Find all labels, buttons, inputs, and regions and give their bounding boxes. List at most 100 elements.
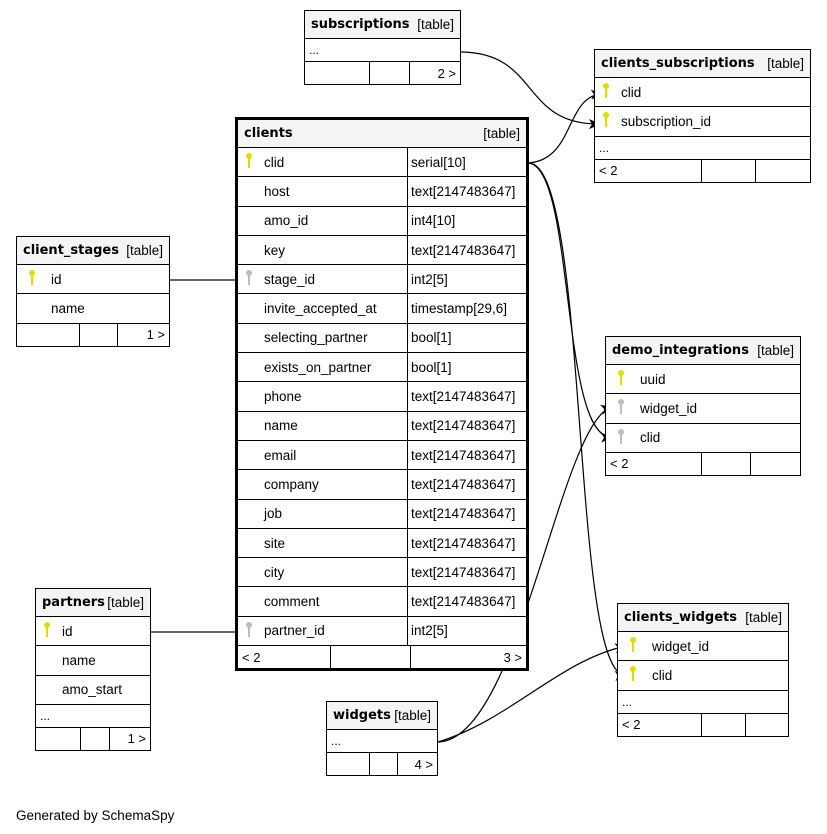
footer-spacer — [701, 713, 745, 736]
column-name: company — [264, 476, 319, 492]
foreign-key-icon — [238, 621, 260, 640]
table-name: widgets — [333, 708, 391, 723]
children-count[interactable]: 4 > — [397, 753, 437, 775]
children-count[interactable]: 1 > — [117, 323, 169, 346]
table-type: [table] — [107, 595, 144, 610]
table-type: [table] — [126, 243, 163, 258]
table-widgets[interactable]: widgets [table] ... 4 > — [326, 701, 438, 776]
column-row[interactable]: id — [17, 265, 169, 295]
footer-spacer — [80, 727, 109, 750]
children-count[interactable] — [745, 713, 788, 736]
primary-key-icon — [36, 622, 58, 640]
column-name: clid — [621, 84, 642, 100]
column-datatype: serial[10] — [407, 148, 526, 177]
footer-spacer — [369, 62, 409, 84]
primary-key-icon — [595, 83, 617, 101]
column-name: invite_accepted_at — [264, 301, 377, 317]
table-partners[interactable]: partners [table] id name amo_start ... 1… — [35, 588, 151, 751]
parents-count[interactable]: < 2 — [622, 717, 641, 733]
table-header[interactable]: clients_subscriptions [table] — [595, 50, 810, 78]
parents-count[interactable] — [17, 324, 79, 346]
column-row[interactable]: amo_start — [36, 676, 150, 705]
column-name: name — [264, 418, 298, 434]
column-row[interactable]: company text[2147483647] — [238, 470, 526, 500]
column-name: name — [51, 300, 85, 316]
table-footer: 2 > — [305, 62, 460, 84]
table-type: [table] — [767, 56, 804, 71]
column-name: exists_on_partner — [264, 359, 372, 375]
column-name: host — [264, 183, 290, 199]
table-name: clients_widgets — [624, 610, 737, 625]
children-count[interactable]: 2 > — [409, 62, 460, 84]
column-name: stage_id — [264, 271, 316, 287]
children-count[interactable] — [750, 452, 800, 475]
table-client-stages[interactable]: client_stages [table] id name 1 > — [16, 236, 170, 347]
table-header[interactable]: clients [table] — [238, 120, 526, 148]
table-footer: < 2 — [595, 159, 810, 182]
foreign-key-icon — [606, 399, 636, 417]
column-row[interactable]: invite_accepted_at timestamp[29,6] — [238, 294, 526, 324]
primary-key-icon — [595, 112, 617, 130]
table-header[interactable]: client_stages [table] — [17, 237, 169, 265]
parents-count[interactable] — [36, 728, 80, 750]
table-header[interactable]: partners [table] — [36, 589, 150, 617]
column-row[interactable]: clid — [606, 424, 800, 453]
column-name: clid — [640, 430, 661, 446]
parents-count[interactable]: < 2 — [599, 163, 618, 179]
column-row[interactable]: widget_id — [618, 632, 788, 662]
table-name: clients_subscriptions — [601, 56, 755, 71]
column-name: subscription_id — [621, 113, 712, 129]
column-datatype: text[2147483647] — [407, 470, 526, 499]
table-type: [table] — [757, 343, 794, 358]
column-row[interactable]: widget_id — [606, 394, 800, 424]
primary-key-icon — [606, 370, 636, 388]
children-count[interactable]: 3 > — [410, 646, 526, 669]
column-datatype: int2[5] — [407, 616, 526, 646]
column-row[interactable]: clid — [595, 78, 810, 108]
parents-count[interactable] — [327, 753, 369, 775]
footer-spacer — [79, 323, 117, 346]
edge-clients-demo-integrations — [527, 162, 613, 443]
column-name: id — [62, 623, 73, 639]
table-header[interactable]: subscriptions [table] — [305, 11, 460, 39]
children-count[interactable] — [755, 159, 810, 182]
table-demo-integrations[interactable]: demo_integrations [table] uuid widget_id… — [605, 336, 801, 476]
table-subscriptions[interactable]: subscriptions [table] ... 2 > — [304, 10, 461, 85]
column-row[interactable]: name — [17, 294, 169, 324]
table-header[interactable]: demo_integrations [table] — [606, 337, 800, 365]
parents-count[interactable]: < 2 — [242, 649, 261, 665]
children-count[interactable]: 1 > — [109, 727, 150, 750]
parents-count[interactable]: < 2 — [610, 456, 629, 472]
table-header[interactable]: widgets [table] — [327, 702, 437, 730]
parents-count[interactable] — [305, 62, 369, 84]
column-datatype: int4[10] — [407, 206, 526, 235]
primary-key-icon — [618, 637, 648, 655]
column-row[interactable]: clid — [618, 661, 788, 691]
column-row[interactable]: uuid — [606, 365, 800, 395]
table-type: [table] — [745, 610, 782, 625]
column-row[interactable]: subscription_id — [595, 107, 810, 137]
table-clients-widgets[interactable]: clients_widgets [table] widget_id clid .… — [617, 603, 789, 737]
table-clients-subscriptions[interactable]: clients_subscriptions [table] clid subsc… — [594, 49, 811, 183]
column-row[interactable]: name — [36, 646, 150, 676]
edge-clients-clients-subscriptions — [527, 89, 603, 164]
column-datatype: timestamp[29,6] — [407, 294, 526, 323]
table-header[interactable]: clients_widgets [table] — [618, 604, 788, 632]
column-row[interactable]: id — [36, 617, 150, 647]
